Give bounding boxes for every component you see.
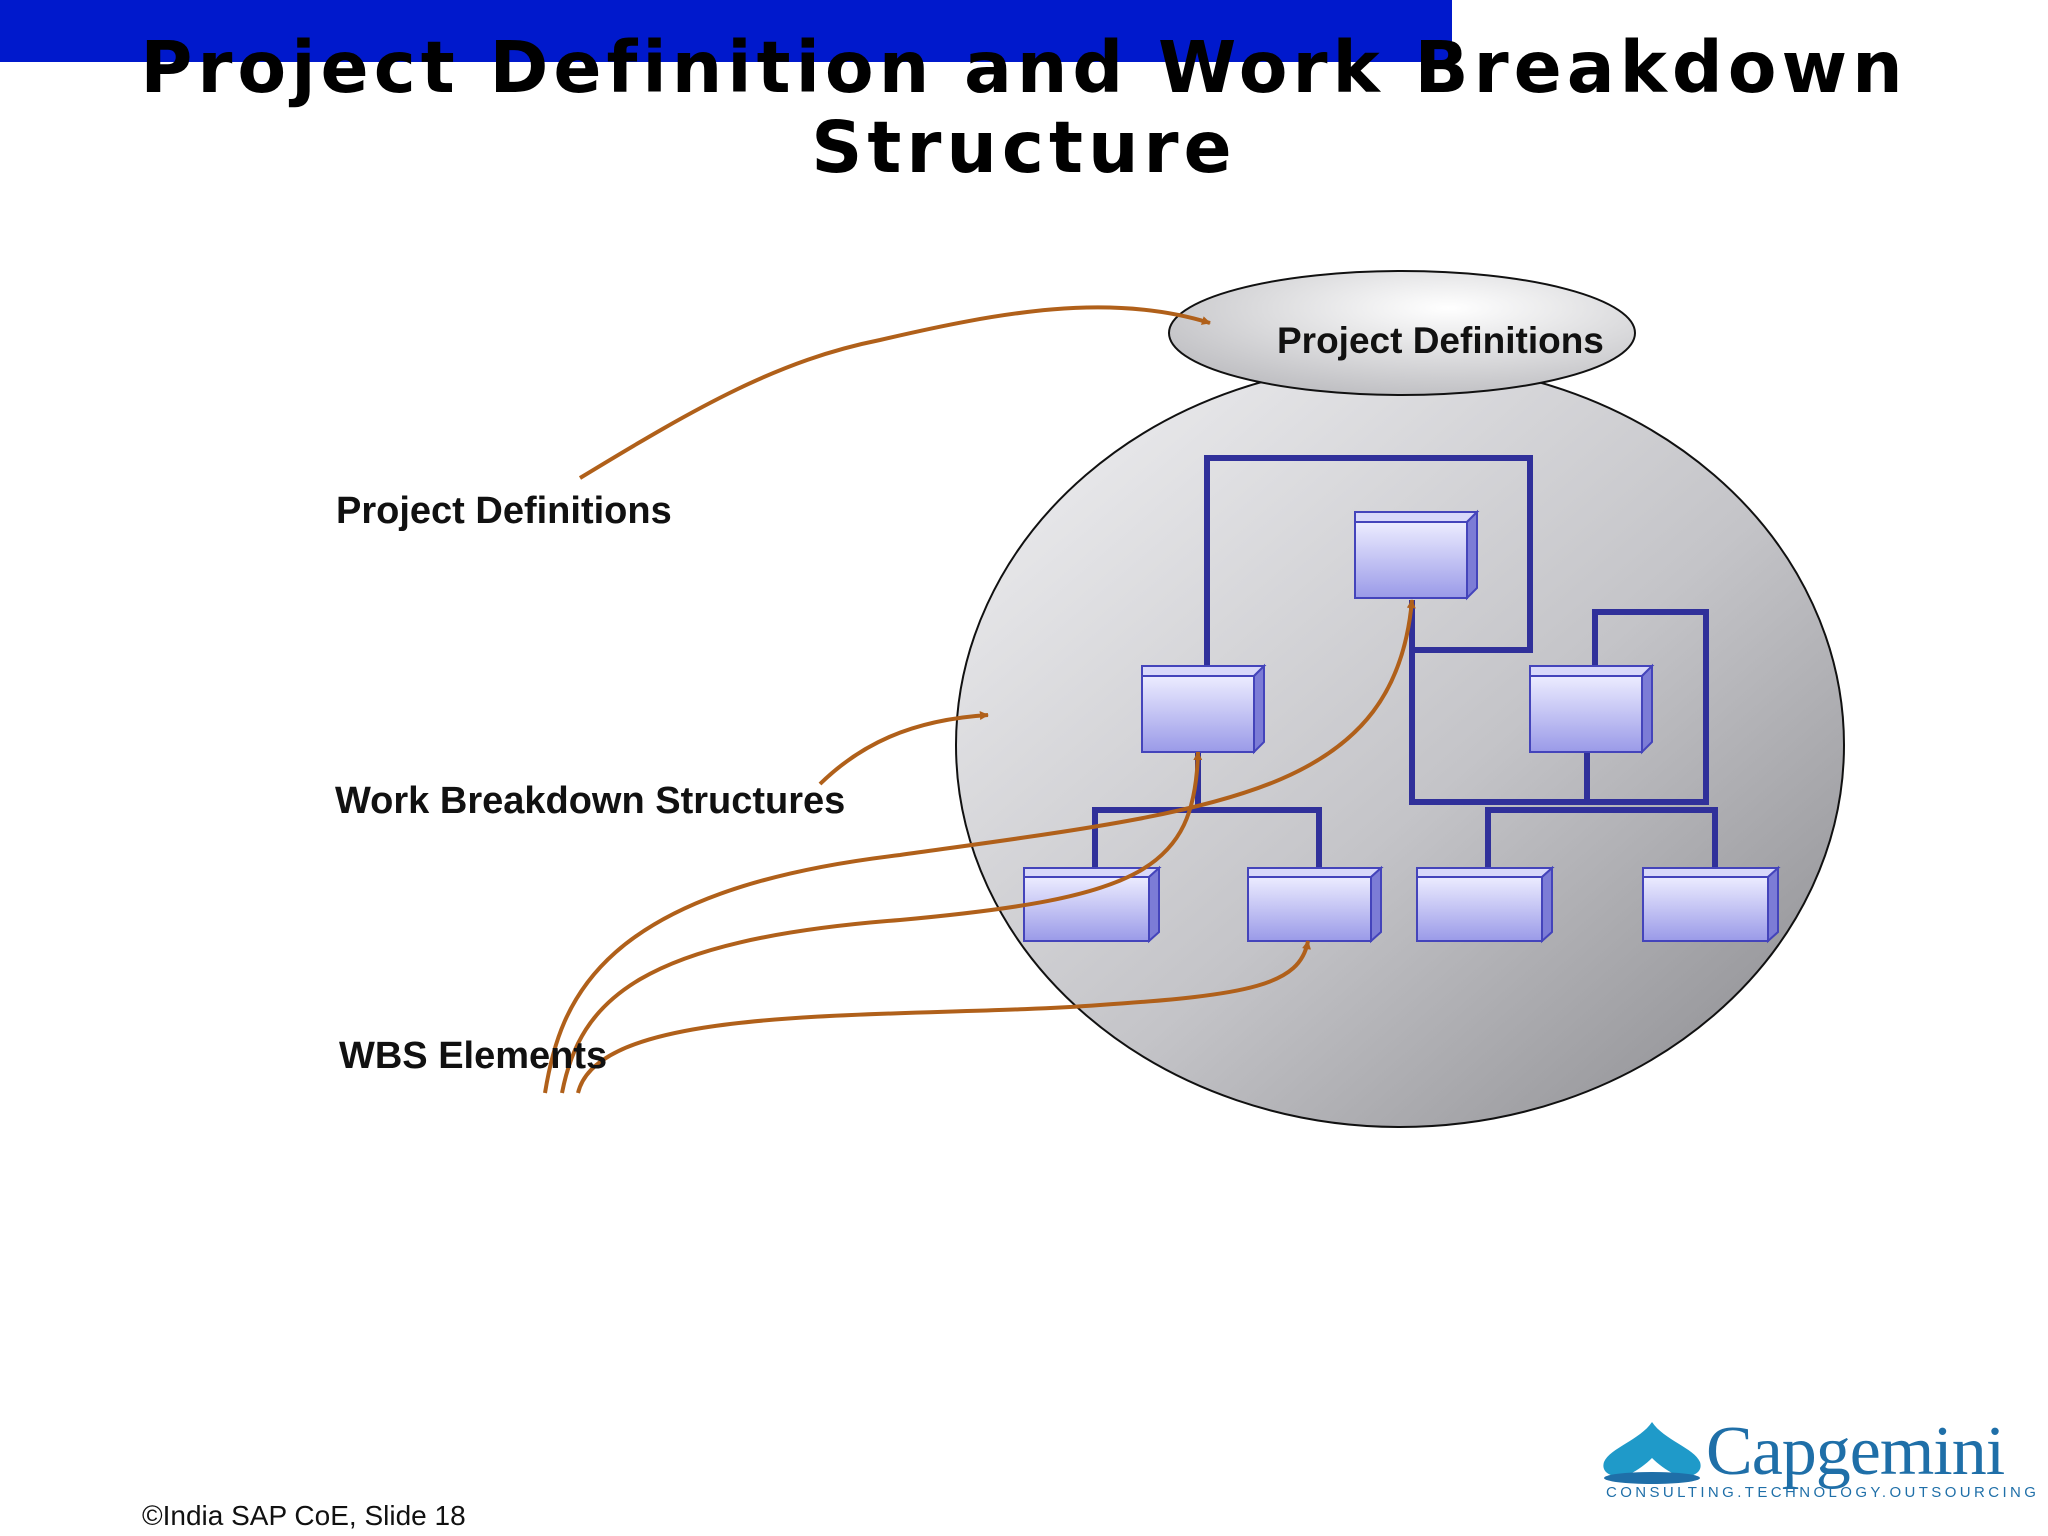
project-definitions-ellipse-label: Project Definitions bbox=[1277, 320, 1604, 361]
capgemini-logo: Capgemini CONSULTING.TECHNOLOGY.OUTSOURC… bbox=[1600, 1410, 2036, 1510]
label-project-definitions: Project Definitions bbox=[336, 490, 672, 532]
tree-connectors bbox=[1092, 455, 1718, 868]
logo-tagline: CONSULTING.TECHNOLOGY.OUTSOURCING bbox=[1606, 1484, 2040, 1501]
slide-title: Project Definition and Work Breakdown St… bbox=[0, 28, 2048, 188]
label-work-breakdown-structures: Work Breakdown Structures bbox=[335, 780, 846, 822]
wbs-box-level2-2 bbox=[1247, 865, 1384, 944]
wbs-box-level2-1 bbox=[1023, 865, 1162, 944]
label-wbs-elements: WBS Elements bbox=[339, 1035, 608, 1077]
arrow-work-breakdown-structures bbox=[818, 711, 989, 786]
spade-icon bbox=[1603, 1422, 1701, 1484]
project-definitions-ellipse bbox=[1168, 270, 1636, 396]
wbs-box-level1-right bbox=[1529, 663, 1655, 755]
wbs-box-level2-4 bbox=[1642, 865, 1781, 944]
arrow-wbs-element-to-level2 bbox=[576, 940, 1311, 1094]
wbs-box-level1-left bbox=[1141, 663, 1267, 755]
slide-title-line1: Project Definition and Work Breakdown bbox=[140, 26, 1908, 109]
slide-title-line2: Structure bbox=[811, 106, 1237, 189]
arrow-project-definitions bbox=[578, 305, 1211, 480]
wbs-ellipse bbox=[955, 362, 1845, 1128]
wbs-box-level2-3 bbox=[1416, 865, 1555, 944]
footer-slide-info: ©India SAP CoE, Slide 18 bbox=[142, 1500, 466, 1531]
wbs-box-root bbox=[1354, 509, 1480, 601]
arrow-wbs-element-to-level1 bbox=[560, 751, 1203, 1094]
title-bar bbox=[0, 0, 1452, 62]
arrow-wbs-element-to-root bbox=[543, 599, 1416, 1094]
logo-wordmark: Capgemini bbox=[1706, 1413, 2005, 1490]
